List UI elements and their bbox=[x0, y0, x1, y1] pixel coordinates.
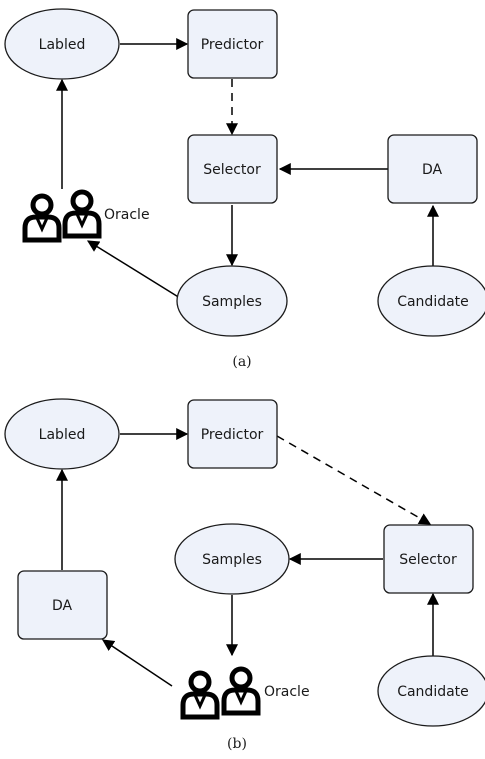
node-b-candidate: Candidate bbox=[377, 655, 485, 727]
node-b-labled-label: Labled bbox=[39, 427, 86, 443]
node-a-predictor-label: Predictor bbox=[201, 37, 264, 53]
node-a-da: DA bbox=[387, 134, 478, 204]
node-b-predictor: Predictor bbox=[187, 399, 278, 469]
node-a-selector-label: Selector bbox=[203, 162, 261, 178]
node-b-selector: Selector bbox=[383, 524, 474, 594]
diagram-b: Labled Predictor Samples Selector DA Can… bbox=[4, 398, 485, 752]
node-a-candidate: Candidate bbox=[377, 265, 485, 337]
node-a-oracle-label: Oracle bbox=[104, 207, 150, 223]
node-b-selector-label: Selector bbox=[399, 552, 457, 568]
node-a-selector: Selector bbox=[187, 134, 278, 204]
node-b-labled: Labled bbox=[4, 398, 120, 470]
node-a-samples: Samples bbox=[176, 265, 288, 337]
caption-b: (b) bbox=[227, 736, 247, 752]
node-a-labled-label: Labled bbox=[39, 37, 86, 53]
person-group-icon bbox=[25, 192, 99, 240]
caption-a: (a) bbox=[232, 354, 251, 370]
node-b-predictor-label: Predictor bbox=[201, 427, 264, 443]
node-b-da: DA bbox=[17, 570, 108, 640]
edge-a-samples-oracle bbox=[86, 240, 181, 299]
node-b-da-label: DA bbox=[52, 598, 73, 614]
edge-b-oracle-da bbox=[102, 639, 173, 687]
node-a-labled: Labled bbox=[4, 8, 120, 80]
node-b-samples: Samples bbox=[174, 523, 290, 595]
node-a-samples-label: Samples bbox=[202, 294, 262, 310]
node-b-oracle: Oracle bbox=[183, 669, 310, 717]
diagram-a: Labled Predictor Selector DA Samples Can… bbox=[4, 8, 485, 370]
node-a-oracle: Oracle bbox=[25, 192, 150, 240]
node-a-predictor: Predictor bbox=[187, 9, 278, 79]
node-b-candidate-label: Candidate bbox=[397, 684, 469, 700]
node-b-samples-label: Samples bbox=[202, 552, 262, 568]
node-a-candidate-label: Candidate bbox=[397, 294, 469, 310]
edge-b-predictor-selector bbox=[276, 435, 432, 525]
node-b-oracle-label: Oracle bbox=[264, 684, 310, 700]
node-a-da-label: DA bbox=[422, 162, 443, 178]
person-group-icon bbox=[183, 669, 258, 717]
